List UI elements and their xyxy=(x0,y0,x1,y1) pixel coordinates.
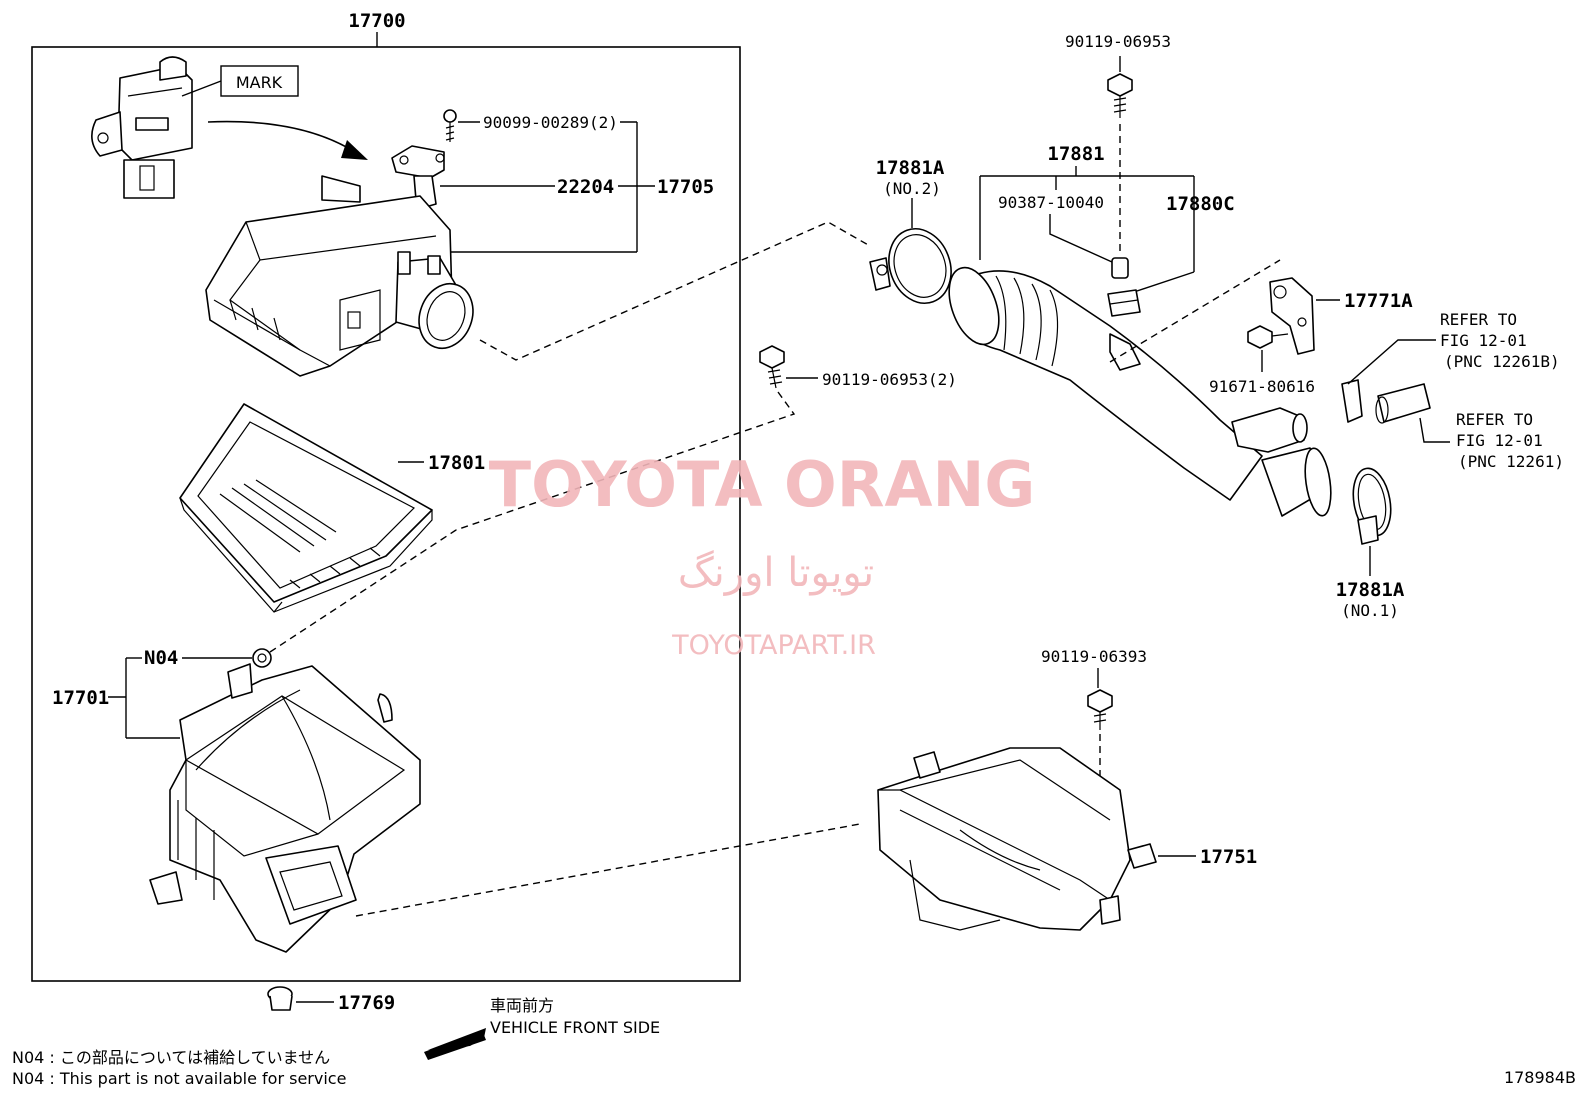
clamp-no2-illustration xyxy=(869,228,952,304)
watermark-en: TOYOTA ORANG xyxy=(489,448,1035,521)
case-bolt-dashline xyxy=(269,529,457,653)
intake-hose-illustration xyxy=(948,266,1332,517)
refer2-line3: (PNC 12261) xyxy=(1458,452,1564,471)
cap-hose-dashline xyxy=(479,221,871,361)
clamp-no1-illustration xyxy=(1352,467,1392,545)
hose-part1-leader xyxy=(1049,214,1113,263)
bracket-bolt-label: 91671-80616 xyxy=(1209,377,1315,396)
grommet-label: 17769 xyxy=(338,992,395,1014)
front-jp-label: 車両前方 xyxy=(490,996,554,1015)
sensor-screw-illustration xyxy=(443,109,457,142)
refer1-line3: (PNC 12261B) xyxy=(1444,352,1560,371)
case-label: 17701 xyxy=(52,687,109,709)
clamp-no1-sub: (NO.1) xyxy=(1341,601,1399,620)
sensor-label: 22204 xyxy=(557,176,614,198)
filter-label: 17801 xyxy=(428,452,485,474)
hose-part2-leader xyxy=(1133,271,1195,293)
refer-pipe1-illustration xyxy=(1341,379,1363,423)
inlet-bolt-illustration xyxy=(1087,689,1113,730)
refer1-line1: REFER TO xyxy=(1440,310,1517,329)
clamp-no2-label: 17881A xyxy=(876,157,945,179)
hose-collar-illustration xyxy=(1111,257,1129,279)
case-bolt-label: 90119-06953(2) xyxy=(822,370,957,389)
note-en: N04 : This part is not available for ser… xyxy=(12,1069,346,1088)
front-arrow-body xyxy=(424,1030,486,1060)
air-cleaner-case-illustration xyxy=(149,648,421,953)
clamp-no2-sub: (NO.2) xyxy=(883,179,941,198)
assembly-label: 17700 xyxy=(348,10,405,32)
hose-grommet-illustration xyxy=(1107,289,1141,317)
air-filter-illustration xyxy=(179,403,433,613)
inlet-bolt-label: 90119-06393 xyxy=(1041,647,1147,666)
sensor-screw-label: 90099-00289(2) xyxy=(483,113,618,132)
bracket-illustration xyxy=(1269,277,1315,355)
figure-id: 178984B xyxy=(1504,1068,1576,1087)
watermark-fa: تویوتا اورنگ xyxy=(678,550,874,596)
bracket-bolt-illustration xyxy=(1247,325,1289,349)
air-cleaner-cap-illustration xyxy=(205,175,474,377)
top-bolt-illustration xyxy=(1107,73,1133,118)
refer2-line2: FIG 12-01 xyxy=(1456,431,1543,450)
hose-assy-label: 17881 xyxy=(1047,143,1104,165)
air-inlet-illustration xyxy=(877,747,1157,931)
hose-part2-label: 17880C xyxy=(1166,193,1235,215)
refer1-line2: FIG 12-01 xyxy=(1440,331,1527,350)
grommet-illustration xyxy=(267,986,293,1011)
mark-arrowhead xyxy=(341,140,368,160)
note-jp: N04 : この部品については補給していません xyxy=(12,1048,330,1067)
refer1-leader xyxy=(1347,339,1436,385)
refer2-leader xyxy=(1419,417,1450,443)
case-bolt-dash2 xyxy=(455,391,796,531)
sensor-mark-illustration xyxy=(91,56,193,199)
mark-leader xyxy=(181,80,222,97)
watermark-url: TOYOTAPART.IR xyxy=(671,630,876,661)
bracket-dashline xyxy=(1109,259,1281,363)
clamp-no1-label: 17881A xyxy=(1336,579,1405,601)
inlet-label: 17751 xyxy=(1200,846,1257,868)
refer-pipe2-illustration xyxy=(1375,383,1431,424)
n04-label: N04 xyxy=(144,647,178,669)
front-en-label: VEHICLE FRONT SIDE xyxy=(490,1018,660,1037)
refer2-line1: REFER TO xyxy=(1456,410,1533,429)
sensor-sub-label: 17705 xyxy=(657,176,714,198)
case-inlet-dashline xyxy=(355,823,861,917)
hose-part1-label: 90387-10040 xyxy=(998,193,1104,212)
top-bolt-label: 90119-06953 xyxy=(1065,32,1171,51)
mark-arrow xyxy=(207,120,356,153)
assembly-frame xyxy=(31,46,741,982)
case-bolt-illustration xyxy=(759,345,785,389)
mark-label: MARK xyxy=(236,73,283,92)
bracket-label: 17771A xyxy=(1344,290,1413,312)
